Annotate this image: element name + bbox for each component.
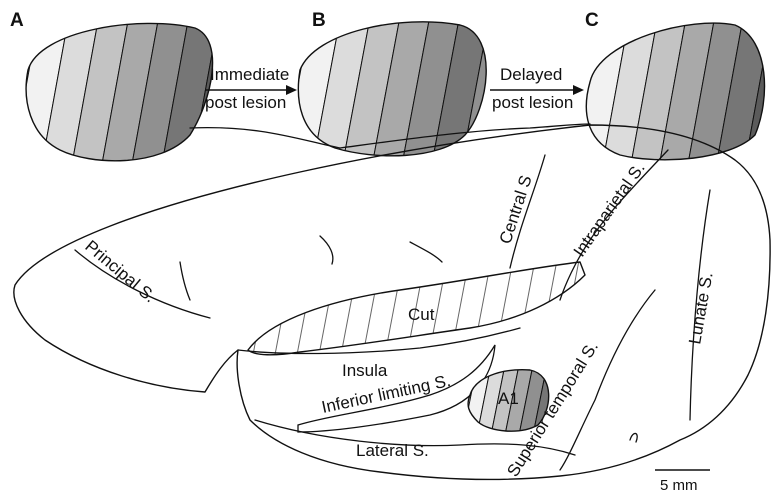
panel-label-c: C	[585, 10, 599, 31]
label-insula: Insula	[342, 361, 388, 380]
map-c	[572, 10, 774, 175]
arrow-immediate: Immediate post lesion	[205, 65, 297, 112]
label-lateral-sulcus: Lateral S.	[356, 441, 429, 460]
label-lunate-sulcus: Lunate S.	[685, 271, 716, 346]
label-a1: A1	[498, 389, 519, 408]
arrow-delayed-line1: Delayed	[500, 65, 562, 84]
temporal-dimple	[630, 433, 637, 442]
cut-hatch-line	[230, 255, 250, 360]
cut-hatch-line	[472, 255, 492, 360]
frontal-dimple-2	[410, 242, 442, 262]
cut-hatch-line	[362, 255, 382, 360]
scale-bar: 5 mm	[655, 470, 710, 494]
cut-hatch-line	[538, 255, 558, 360]
frontal-dimple-3	[180, 262, 190, 300]
cut-hatch-line	[450, 255, 470, 360]
cut-hatch-line	[384, 255, 404, 360]
arrow-delayed: Delayed post lesion	[490, 65, 584, 112]
panel-label-a: A	[10, 10, 24, 31]
cut-hatch-line	[296, 255, 316, 360]
cut-hatch-line	[494, 255, 514, 360]
label-central-sulcus: Central S	[496, 173, 536, 246]
cut-hatch-line	[252, 255, 272, 360]
scale-bar-label: 5 mm	[660, 477, 698, 494]
arrow-delayed-line2: post lesion	[492, 93, 573, 112]
panel-label-b: B	[312, 10, 326, 31]
arrow-immediate-line2: post lesion	[205, 93, 286, 112]
frontal-dimple-1	[320, 236, 333, 264]
cut-hatch-line	[274, 255, 294, 360]
label-intraparietal-sulcus: Intraparietal S.	[570, 159, 649, 260]
arrow-immediate-line1: Immediate	[210, 65, 289, 84]
label-cut: Cut	[408, 305, 435, 324]
label-principal-sulcus: Principal S.	[81, 237, 159, 307]
cut-hatch-line	[560, 255, 580, 360]
brain-outline	[14, 125, 770, 479]
